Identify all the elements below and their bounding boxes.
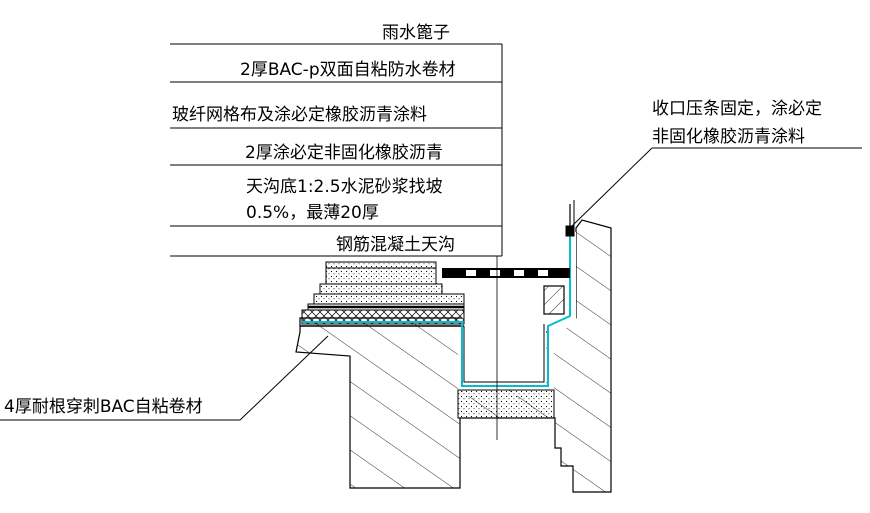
label-edge-fix-2: 非固化橡胶沥青涂料	[652, 127, 805, 147]
label-gutter-bottom-1: 天沟底1:2.5水泥砂浆找坡	[246, 177, 443, 197]
mortar-screed	[457, 389, 555, 419]
label-gutter-bottom-2: 0.5%，最薄20厚	[246, 203, 379, 223]
label-grate: 雨水篦子	[382, 23, 450, 43]
label-leader-lines	[170, 43, 503, 257]
label-bac-p: 2厚BAC-p双面自粘防水卷材	[240, 60, 456, 80]
label-concrete-gutter: 钢筋混凝土天沟	[336, 235, 455, 255]
roof-layers	[300, 261, 465, 327]
callout-leaders	[0, 147, 862, 421]
concrete-gutter-body	[295, 219, 612, 493]
edge-flashing	[565, 200, 575, 237]
label-non-curing: 2厚涂必定非固化橡胶沥青	[245, 143, 443, 163]
label-edge-fix-1: 收口压条固定，涂必定	[652, 99, 822, 119]
rain-grate	[442, 268, 570, 315]
label-fiberglass: 玻纤网格布及涂必定橡胶沥青涂料	[172, 105, 427, 125]
waterproof-membrane	[302, 228, 571, 387]
label-root-resist: 4厚耐根穿刺BAC自粘卷材	[4, 397, 203, 417]
